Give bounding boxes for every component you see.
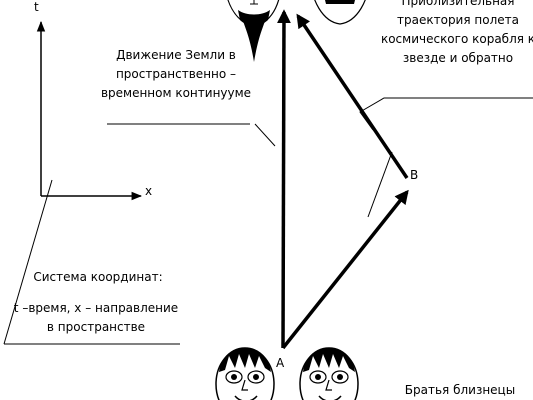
earth-worldline-arrow [276,9,291,349]
point-a-label: A [276,356,285,370]
trajectory-line-3: космического корабля к [380,32,533,46]
trajectory-line-1: Приблизительная [401,0,515,8]
trajectory-label: Приблизительная траектория полета космич… [378,0,533,68]
twins-label: Братья близнецы [404,383,516,397]
coords-desc-line-1: t –время, x – направление [13,301,179,315]
earth-motion-line-1: Движение Земли в [116,48,236,62]
trajectory-pointer [359,97,533,131]
trajectory-curve-hint [367,151,393,218]
coords-description: t –время, x – направление в пространстве [8,299,184,337]
coordinate-axes [36,20,143,201]
worldlines [276,9,409,350]
bearded-face-icon [227,0,280,62]
mustache-face-icon [314,0,366,25]
earth-motion-label: Движение Земли в пространственно – време… [96,46,256,103]
x-axis-label: x [145,184,153,198]
earth-motion-line-2: пространственно – [115,67,237,81]
t-axis-label: t [34,0,39,14]
ship-outbound-arrow [281,189,409,350]
trajectory-line-2: траектория полета [397,13,519,27]
point-b-label: B [410,168,419,182]
twin-face-icon [299,347,359,400]
earth-motion-pointer [107,123,276,147]
earth-motion-line-3: временном континууме [100,86,252,100]
pointer-lines [3,97,533,345]
coords-title: Система координат: [33,270,163,284]
twin-face-icon [215,347,275,400]
trajectory-line-4: звезде и обратно [402,51,514,65]
coords-pointer [3,179,53,345]
coords-desc-line-2: в пространстве [46,320,146,334]
ship-return-arrow [296,13,409,179]
